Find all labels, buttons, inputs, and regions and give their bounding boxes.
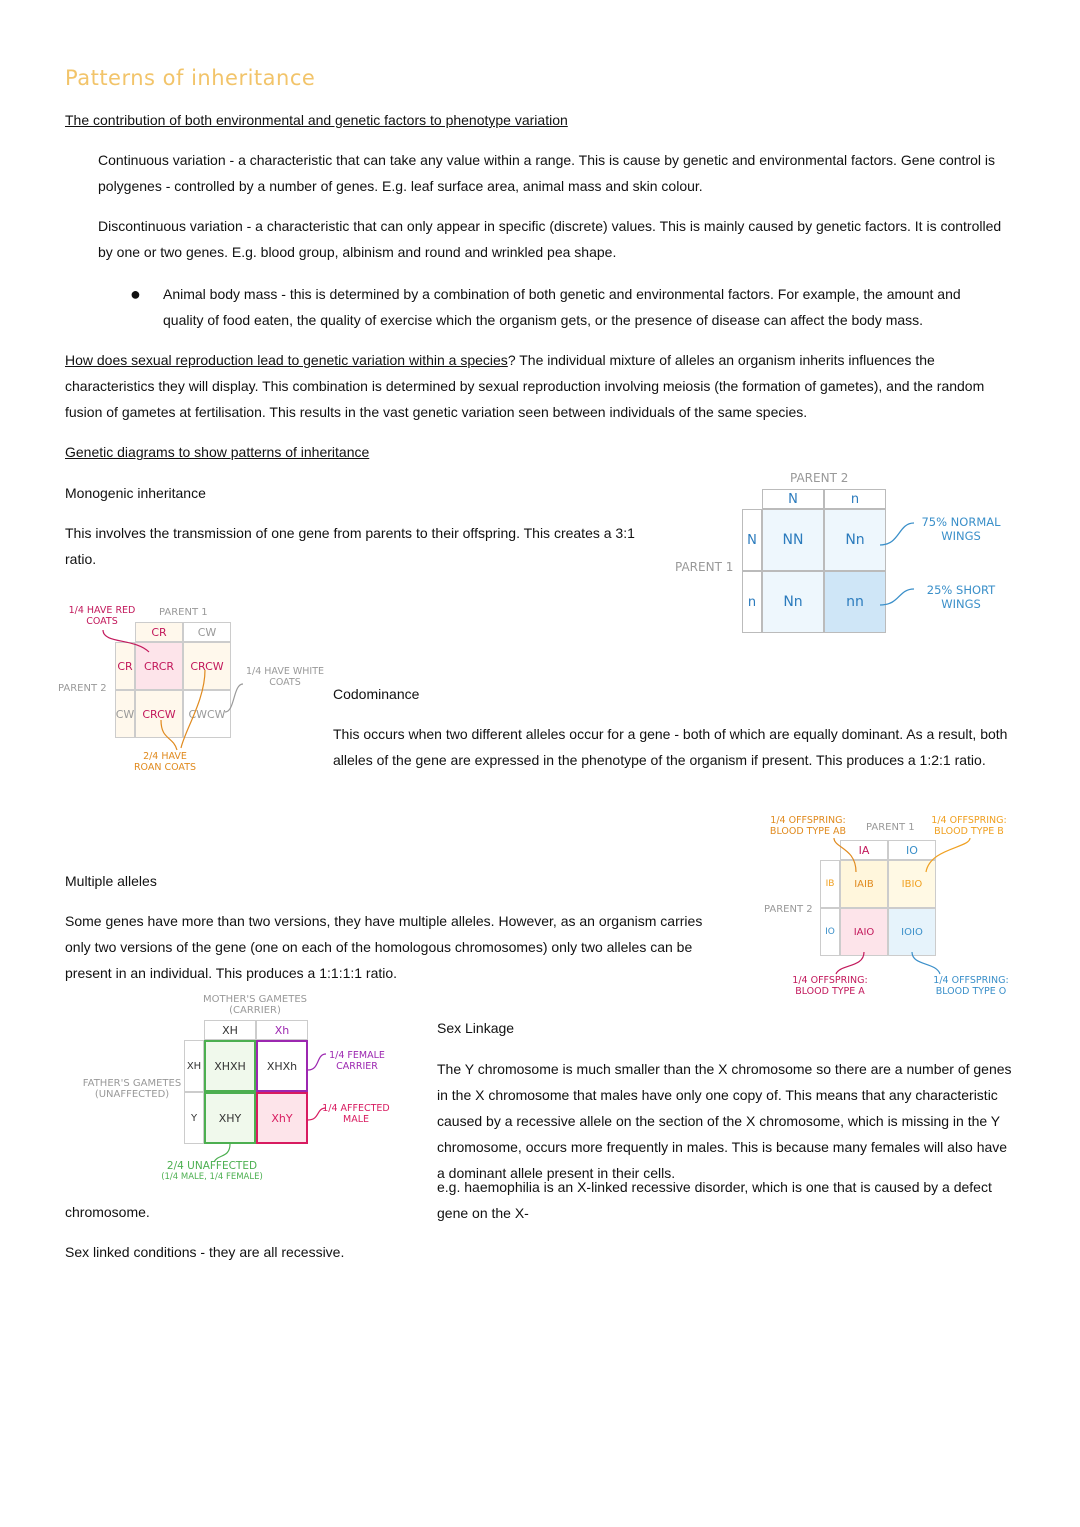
multi-cell-IBIO: IBIO xyxy=(888,860,936,908)
label-blood-ab: 1/4 OFFSPRING: BLOOD TYPE AB xyxy=(769,815,847,837)
sex-linkage-connectors xyxy=(213,1053,327,1163)
sexual-reproduction-question: How does sexual reproduction lead to gen… xyxy=(65,352,508,368)
multi-parent1-label: PARENT 1 xyxy=(866,822,915,833)
cell-Nn-1: Nn xyxy=(824,509,886,571)
multiple-alleles-connectors xyxy=(833,837,971,975)
monogenic-connectors xyxy=(879,522,915,606)
multi-col-IA: IA xyxy=(840,840,888,860)
cell-Nn-2: Nn xyxy=(762,571,824,633)
codom-row-CR: CR xyxy=(115,642,135,690)
bullet-marker: ● xyxy=(130,284,141,304)
sex-col-XH: XH xyxy=(204,1020,256,1040)
multi-row-IO: IO xyxy=(820,908,840,956)
sex-row-Y: Y xyxy=(184,1092,204,1144)
codom-col-CR: CR xyxy=(135,622,183,642)
monogenic-punnett-square: PARENT 2 PARENT 1 N n N n NN Nn Nn nn 75… xyxy=(670,465,1030,645)
monogenic-text: This involves the transmission of one ge… xyxy=(65,525,635,567)
parent2-label: PARENT 2 xyxy=(790,471,849,485)
haemophilia-example-cont: chromosome. xyxy=(65,1204,150,1220)
discontinuous-variation-text: Discontinuous variation - a characterist… xyxy=(98,218,1002,260)
codom-cell-CWCW: CWCW xyxy=(183,690,231,738)
label-unaffected-sub: (1/4 MALE, 1/4 FEMALE) xyxy=(161,1172,263,1182)
bullet-body-mass-text: Animal body mass - this is determined by… xyxy=(163,286,961,328)
codom-parent2-label: PARENT 2 xyxy=(58,683,107,694)
section-heading-variation: The contribution of both environmental a… xyxy=(65,112,568,128)
codom-cell-CRCW-2: CRCW xyxy=(135,690,183,738)
multi-row-IB: IB xyxy=(820,860,840,908)
row-allele-N: N xyxy=(742,509,762,571)
codom-cell-CRCW-1: CRCW xyxy=(183,642,231,690)
label-female-carrier: 1/4 FEMALE CARRIER xyxy=(329,1050,385,1072)
sex-cell-XHXh: XHXh xyxy=(256,1040,308,1092)
section-heading-genetic-diagrams: Genetic diagrams to show patterns of inh… xyxy=(65,444,370,460)
multi-cell-IAIO: IAIO xyxy=(840,908,888,956)
haemophilia-example: e.g. haemophilia is an X-linked recessiv… xyxy=(437,1179,992,1221)
label-normal-wings: 75% NORMAL WINGS xyxy=(921,515,1001,543)
codominance-punnett-square: 1/4 HAVE RED COATS PARENT 1 PARENT 2 CR … xyxy=(55,600,325,780)
label-short-wings: 25% SHORT WINGS xyxy=(926,583,996,611)
sex-cell-XhY: XhY xyxy=(256,1092,308,1144)
codom-col-CW: CW xyxy=(183,622,231,642)
multi-parent2-label: PARENT 2 xyxy=(764,904,813,915)
codom-cell-CRCR: CRCR xyxy=(135,642,183,690)
multiple-alleles-title: Multiple alleles xyxy=(65,873,157,889)
fathers-gametes-label: FATHER'S GAMETES (UNAFFECTED) xyxy=(82,1078,182,1100)
sex-linkage-title: Sex Linkage xyxy=(437,1020,515,1036)
sex-cell-XHY: XHY xyxy=(204,1092,256,1144)
codom-row-CW: CW xyxy=(115,690,135,738)
label-white-coats: 1/4 HAVE WHITE COATS xyxy=(245,666,324,688)
label-unaffected: 2/4 UNAFFECTED xyxy=(166,1160,258,1172)
multi-cell-IAIB: IAIB xyxy=(840,860,888,908)
parent1-label: PARENT 1 xyxy=(675,560,734,574)
sex-linked-conditions: Sex linked conditions - they are all rec… xyxy=(65,1244,345,1260)
label-roan-coats: 2/4 HAVE ROAN COATS xyxy=(133,751,197,773)
sex-cell-XHXH: XHXH xyxy=(204,1040,256,1092)
row-allele-n: n xyxy=(742,571,762,633)
cell-nn: nn xyxy=(824,571,886,633)
multiple-alleles-punnett-square: 1/4 OFFSPRING: BLOOD TYPE AB PARENT 1 1/… xyxy=(760,812,1020,1007)
monogenic-title: Monogenic inheritance xyxy=(65,485,206,501)
label-blood-o: 1/4 OFFSPRING: BLOOD TYPE O xyxy=(933,975,1009,997)
multiple-alleles-text: Some genes have more than two versions, … xyxy=(65,913,703,981)
sexual-reproduction-answer: ? The individual mixture of alleles an o… xyxy=(65,352,985,420)
codominance-title: Codominance xyxy=(333,686,420,702)
codominance-connectors xyxy=(102,629,244,751)
col-allele-N: N xyxy=(762,489,824,509)
label-red-coats: 1/4 HAVE RED COATS xyxy=(68,605,136,627)
cell-NN: NN xyxy=(762,509,824,571)
sex-linkage-text: The Y chromosome is much smaller than th… xyxy=(437,1061,1012,1181)
col-allele-n: n xyxy=(824,489,886,509)
sex-col-Xh: Xh xyxy=(256,1020,308,1040)
mothers-gametes-label: MOTHER'S GAMETES (CARRIER) xyxy=(203,994,307,1016)
label-affected-male: 1/4 AFFECTED MALE xyxy=(322,1103,390,1125)
sex-row-XH: XH xyxy=(184,1040,204,1092)
sexual-reproduction-paragraph: How does sexual reproduction lead to gen… xyxy=(65,347,1013,425)
codominance-text: This occurs when two different alleles o… xyxy=(333,726,1008,768)
label-blood-a: 1/4 OFFSPRING: BLOOD TYPE A xyxy=(792,975,868,997)
label-blood-b: 1/4 OFFSPRING: BLOOD TYPE B xyxy=(931,815,1007,837)
codom-parent1-label: PARENT 1 xyxy=(159,607,208,618)
page-title: Patterns of inheritance xyxy=(65,66,316,90)
continuous-variation-text: Continuous variation - a characteristic … xyxy=(98,152,995,194)
multi-col-IO: IO xyxy=(888,840,936,860)
sex-linkage-punnett-square: MOTHER'S GAMETES (CARRIER) FATHER'S GAME… xyxy=(80,990,410,1185)
